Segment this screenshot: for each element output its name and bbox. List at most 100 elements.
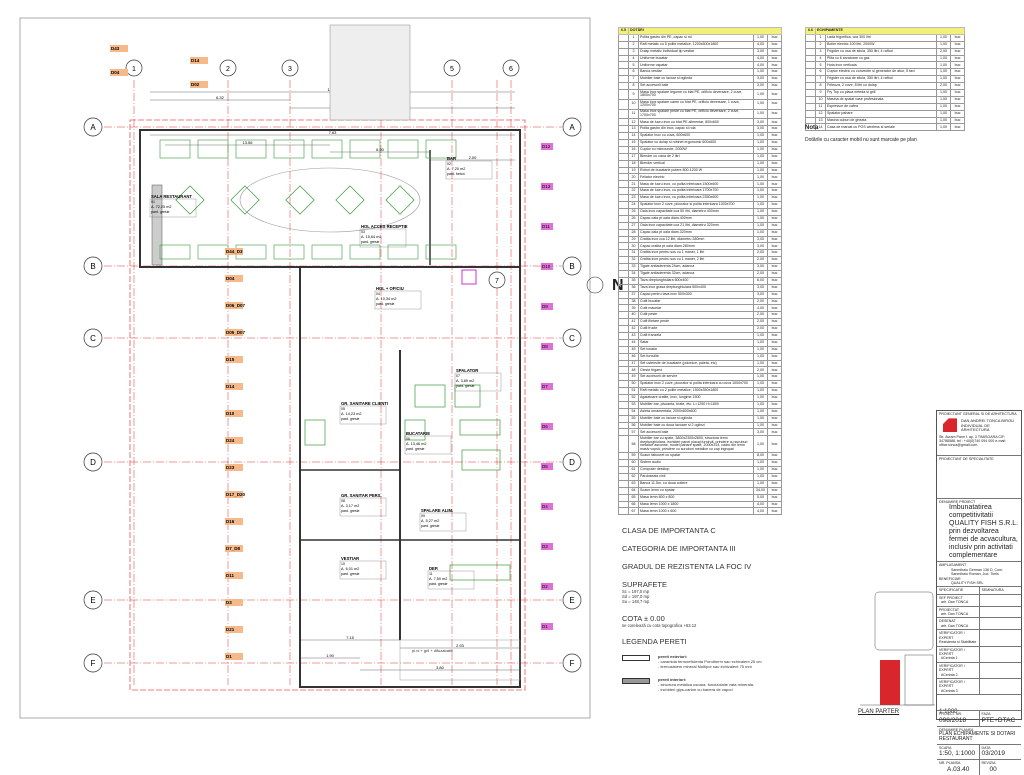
item-name: Masa de lucru inox, cu polita inferioara… <box>638 187 754 196</box>
item-number: 13 <box>815 116 826 125</box>
item-quantity: 1,00 <box>753 338 768 347</box>
item-number: 7 <box>628 75 639 84</box>
item-unit: buc <box>950 68 965 77</box>
item-name: Oala inox capacitate cca 21 litri, diame… <box>638 221 754 230</box>
item-name: Set ustensile de bucatarie (polonice, pa… <box>638 359 754 368</box>
item-number: 4 <box>815 54 826 63</box>
item-number: 29 <box>628 235 639 244</box>
item-unit: buc <box>950 82 965 91</box>
item-number: 16 <box>628 145 639 154</box>
legend-int-title: pereti interiori: <box>658 676 687 682</box>
verifier-1: Rezistenta si Stabilitate <box>939 640 977 645</box>
item-name: Spalator inox 2 cuve, picurator si polit… <box>638 201 754 209</box>
room-area: A. 7,20 m2 <box>447 167 465 171</box>
item-quantity: 2,00 <box>753 269 768 278</box>
item-quantity: 5,00 <box>753 493 768 502</box>
item-quantity: 34,00 <box>753 486 768 495</box>
item-number: 22 <box>628 187 639 196</box>
item-number: 46 <box>628 352 639 361</box>
room-floor: pard. gresie <box>429 582 448 586</box>
item-unit: buc <box>767 82 782 91</box>
dimension-value: 7.63 <box>329 130 338 135</box>
item-name: Spalator cu dulap si robinet ergonomic 6… <box>638 139 754 147</box>
item-quantity: 2,00 <box>753 318 768 327</box>
item-unit: buc <box>767 414 782 423</box>
room-floor: pard. gresie <box>456 384 475 388</box>
room-code: 09 <box>421 514 425 518</box>
item-number: 2 <box>815 40 826 49</box>
room-name: BUCATARIE <box>406 431 430 436</box>
item-quantity: 4,00 <box>753 304 768 313</box>
item-number: 57 <box>628 428 639 437</box>
section-code: 6.6 <box>805 27 816 35</box>
item-unit: buc <box>767 393 782 402</box>
dining-table <box>311 244 343 260</box>
dining-table <box>425 244 457 260</box>
item-unit: buc <box>767 118 782 127</box>
item-name: Masa inox spalare legume cu blat PE, ori… <box>638 89 754 100</box>
item-quantity: 2,00 <box>936 82 951 91</box>
item-name: Sistem audio <box>638 459 754 468</box>
room-floor: pard. gresie <box>361 240 380 244</box>
item-name: Mobilier baie cu lavoar si oglinda <box>638 414 754 423</box>
door-tag <box>541 143 553 150</box>
item-number: 50 <box>628 380 639 389</box>
room-name: GR. SANITARE CLIENTI <box>341 401 388 406</box>
item-quantity: 1,00 <box>753 132 768 141</box>
item-quantity: 3,00 <box>753 125 768 134</box>
door-tag-label: D12 <box>542 144 551 149</box>
door-tag <box>225 410 243 417</box>
firm-name: DAN ANDREI TONCA BIROU INDIVIDUAL DE ARH… <box>961 418 1014 433</box>
item-number: 26 <box>628 214 639 223</box>
door-tag <box>541 223 553 230</box>
item-number: 53 <box>628 400 639 409</box>
door-tag <box>225 545 243 552</box>
item-quantity: 1,00 <box>753 345 768 354</box>
service-wing-walls <box>299 266 521 688</box>
axis-label: D <box>90 458 96 467</box>
door-tag <box>225 653 243 660</box>
furniture <box>159 139 511 581</box>
dimension-value: 7.15 <box>346 635 355 640</box>
dining-table <box>273 244 305 260</box>
item-name: Pardoseala vinil <box>638 472 754 481</box>
item-number: 52 <box>628 393 639 402</box>
room-floor: pard. beton <box>447 172 465 176</box>
section-title: ECHIPAMENTE <box>815 27 965 35</box>
item-quantity: 3,00 <box>753 428 768 437</box>
item-quantity: 2,00 <box>936 47 951 56</box>
item-unit: buc <box>950 89 965 97</box>
door-tag-label: D17_D20 <box>226 492 246 497</box>
item-name: Masa lemn 800 x 800 <box>638 493 754 502</box>
title-block: PROIECTANT GENERAL SI DE ARHITECTURA DAN… <box>936 410 1022 775</box>
room-name: VESTIAR <box>341 556 359 561</box>
revision-label: REVIZIA <box>981 761 996 766</box>
item-quantity: 4,00 <box>753 40 768 49</box>
item-unit: buc <box>767 201 782 209</box>
room-area: A. 5,27 m2 <box>421 519 439 523</box>
verifier-2: #Cerinta 1 <box>941 656 958 661</box>
item-unit: buc <box>767 194 782 203</box>
room-name: HOL + OFICIU <box>376 286 404 291</box>
item-number: 47 <box>628 359 639 368</box>
room-name: SPALATOR <box>456 368 478 373</box>
item-quantity: 4,00 <box>753 54 768 63</box>
item-quantity: 2,00 <box>753 297 768 306</box>
item-number: 11 <box>815 102 826 111</box>
door-tag-label: D14 <box>226 384 235 389</box>
surfaces-title: SUPRAFETE <box>622 580 668 589</box>
plan-title: PLAN PARTER <box>858 709 900 715</box>
